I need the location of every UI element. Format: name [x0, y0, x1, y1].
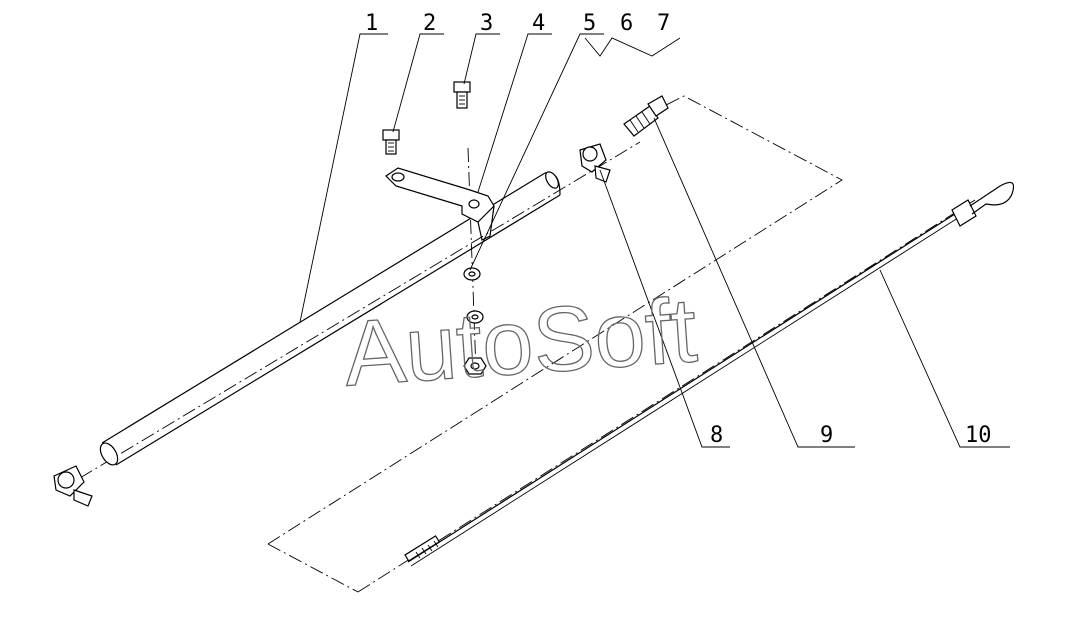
part-2-bolt [382, 129, 400, 155]
washer-lower [466, 310, 484, 324]
callout-10: 10 [965, 423, 992, 448]
callout-labels: 1 2 3 4 5 6 7 8 9 10 [365, 11, 992, 448]
leader-lines [299, 33, 1010, 448]
part-10-dipstick [404, 181, 1015, 567]
callout-3: 3 [480, 11, 493, 36]
washer-upper [463, 267, 481, 281]
lower-end-fitting [53, 465, 93, 507]
callout-8: 8 [710, 423, 723, 448]
callout-1: 1 [365, 11, 378, 36]
callout-5: 5 [583, 11, 596, 36]
watermark-text: AutoSoft [341, 279, 700, 405]
callout-2: 2 [423, 11, 436, 36]
part-8-fitting [579, 143, 611, 183]
part-9-connector [623, 95, 669, 137]
callout-4: 4 [532, 11, 545, 36]
part-4-bracket [385, 167, 495, 241]
callout-9: 9 [820, 423, 833, 448]
callout-7: 7 [657, 11, 670, 36]
callout-6: 6 [620, 11, 633, 36]
part-3-bolt [453, 81, 471, 109]
hex-nut [463, 357, 487, 375]
